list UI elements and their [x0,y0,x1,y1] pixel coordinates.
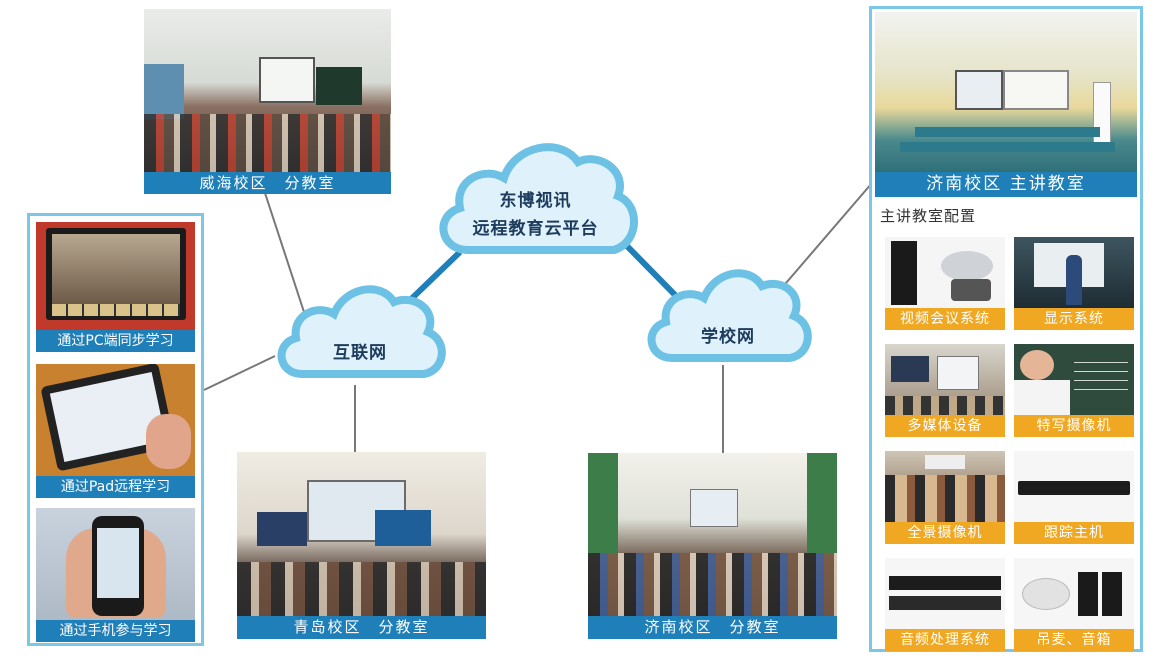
closeup-camera-label: 特写摄像机 [1014,415,1134,437]
config-item-tracking-host: 跟踪主机 [1014,451,1134,544]
multimedia-label: 多媒体设备 [885,415,1005,437]
config-heading: 主讲教室配置 [880,207,977,225]
tracking-host-label: 跟踪主机 [1014,522,1134,544]
remote-learning-panel: 通过PC端同步学习 通过Pad远程学习 通过手机参与学习 [27,213,204,646]
platform-title-line1: 东博视讯 [499,191,572,211]
line-schoolnet-main [779,182,873,291]
config-item-video-conference: 视频会议系统 [885,237,1005,330]
pc-learning-label: 通过PC端同步学习 [36,330,195,352]
jinan-branch-classroom-photo [588,453,837,616]
config-item-audio-processing: 音频处理系统 [885,558,1005,651]
phone-learning-item: 通过手机参与学习 [36,508,195,642]
display-system-label: 显示系统 [1014,308,1134,330]
cloud-school-network-shape [647,269,812,362]
qingdao-classroom-caption: 青岛校区 分教室 [237,616,486,639]
cloud-internet-shape [277,285,446,378]
main-classroom-photo-block: 济南校区 主讲教室 [875,12,1137,197]
weihai-classroom-photo [144,9,391,172]
qingdao-classroom: 青岛校区 分教室 [237,452,486,639]
pad-photo [36,364,195,476]
main-classroom-title: 济南校区 主讲教室 [875,172,1137,197]
phone-learning-label: 通过手机参与学习 [36,620,195,642]
cloud-school-network-label: 学校网 [701,327,755,347]
panoramic-camera-image [885,451,1005,522]
config-item-mic-speakers: 吊麦、音箱 [1014,558,1134,651]
panoramic-camera-label: 全景摄像机 [885,522,1005,544]
platform-title-line2: 远程教育云平台 [472,219,599,239]
mic-speakers-image [1014,558,1134,629]
config-item-display-system: 显示系统 [1014,237,1134,330]
pc-monitor-photo [36,222,195,330]
tracking-host-image [1014,451,1134,522]
pc-learning-item: 通过PC端同步学习 [36,222,195,352]
cloud-internet-label: 互联网 [333,343,387,363]
pad-learning-item: 通过Pad远程学习 [36,364,195,498]
weihai-classroom: 威海校区 分教室 [144,9,391,194]
qingdao-classroom-photo [237,452,486,616]
link-platform-internet [402,249,463,308]
jinan-branch-classroom-caption: 济南校区 分教室 [588,616,837,639]
multimedia-image [885,344,1005,415]
jinan-branch-classroom: 济南校区 分教室 [588,453,837,639]
main-classroom-photo [875,12,1137,172]
config-item-multimedia: 多媒体设备 [885,344,1005,437]
video-conference-label: 视频会议系统 [885,308,1005,330]
line-weihai-internet [264,192,305,313]
cloud-platform-shape [439,143,638,254]
phone-photo [36,508,195,621]
audio-processing-label: 音频处理系统 [885,629,1005,651]
main-classroom-panel: 济南校区 主讲教室 主讲教室配置 视频会议系统 显示系统 多媒体设备 [869,6,1143,652]
mic-speakers-label: 吊麦、音箱 [1014,629,1134,651]
video-conference-image [885,237,1005,308]
line-leftpanel-internet [203,355,276,391]
config-item-panoramic-camera: 全景摄像机 [885,451,1005,544]
pad-learning-label: 通过Pad远程学习 [36,476,195,498]
link-platform-schoolnet [622,241,683,303]
config-item-closeup-camera: 特写摄像机 [1014,344,1134,437]
closeup-camera-image [1014,344,1134,415]
weihai-classroom-caption: 威海校区 分教室 [144,172,391,194]
audio-processing-image [885,558,1005,629]
display-system-image [1014,237,1134,308]
